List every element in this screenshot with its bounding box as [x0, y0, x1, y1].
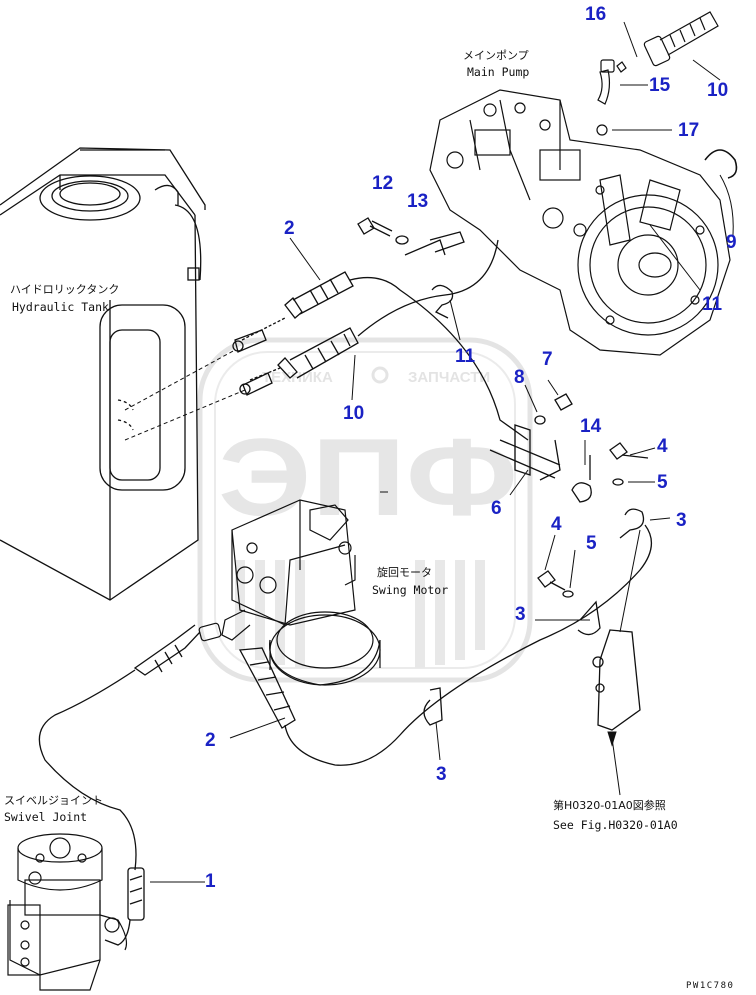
callout-9: 9 — [726, 232, 737, 253]
watermark-logo: ЭПФ — [218, 416, 518, 539]
callout-2-lower: 2 — [205, 730, 216, 751]
callout-12: 12 — [372, 173, 393, 194]
callout-5-lower: 5 — [586, 533, 597, 554]
hydraulic-tank-label-en: Hydraulic Tank — [12, 300, 109, 314]
callout-8: 8 — [514, 367, 525, 388]
leader-lines — [150, 21, 734, 883]
callout-14: 14 — [580, 416, 602, 437]
callout-13: 13 — [407, 191, 428, 212]
callout-3-right: 3 — [676, 510, 687, 531]
watermark-brand-right: ЗАПЧАСТИ — [408, 369, 490, 386]
callout-10-center: 10 — [343, 403, 364, 424]
component-labels: メインポンプ Main Pump ハイドロリックタンク Hydraulic Ta… — [4, 49, 734, 991]
swivel-joint-label-en: Swivel Joint — [4, 810, 87, 824]
callout-4-lower: 4 — [551, 514, 562, 535]
see-figure-label-en: See Fig.H0320-01A0 — [553, 818, 678, 832]
callout-3-middle: 3 — [515, 604, 526, 625]
callout-11-right: 11 — [702, 294, 723, 315]
main-pump-label-en: Main Pump — [467, 65, 529, 79]
callout-6: 6 — [491, 498, 502, 519]
swivel-joint-label-jp: スイベルジョイント — [4, 794, 103, 807]
part-callouts: 16 10 15 17 12 13 9 2 11 11 7 8 10 14 4 … — [205, 4, 737, 892]
swing-motor-drawing — [198, 499, 381, 686]
callout-4-upper: 4 — [657, 436, 668, 457]
main-pump-label-jp: メインポンプ — [463, 49, 529, 62]
callout-17: 17 — [678, 120, 699, 141]
callout-2-top: 2 — [284, 218, 295, 239]
callout-11-center: 11 — [455, 346, 476, 367]
main-pump-drawing — [429, 11, 738, 356]
callout-1: 1 — [205, 871, 216, 892]
callout-10-top: 10 — [707, 80, 728, 101]
swing-motor-label-jp: 旋回モータ — [377, 565, 432, 579]
swing-motor-label-en: Swing Motor — [372, 583, 448, 597]
drawing-code: PW1C780 — [686, 981, 734, 991]
callout-3-lower: 3 — [436, 764, 447, 785]
callout-15: 15 — [649, 75, 671, 96]
callout-16: 16 — [585, 4, 606, 25]
swivel-joint-drawing — [7, 833, 128, 991]
watermark: ТЕХНИКА ЗАПЧАСТИ ЭПФ — [197, 337, 533, 683]
hydraulic-tank-drawing — [0, 147, 206, 601]
callout-7: 7 — [542, 349, 553, 370]
see-figure-label-jp: 第H0320-01A0図参照 — [553, 798, 666, 812]
hydraulic-tank-label-jp: ハイドロリックタンク — [10, 283, 119, 296]
callout-5-upper: 5 — [657, 472, 668, 493]
hose-routing — [38, 217, 652, 946]
